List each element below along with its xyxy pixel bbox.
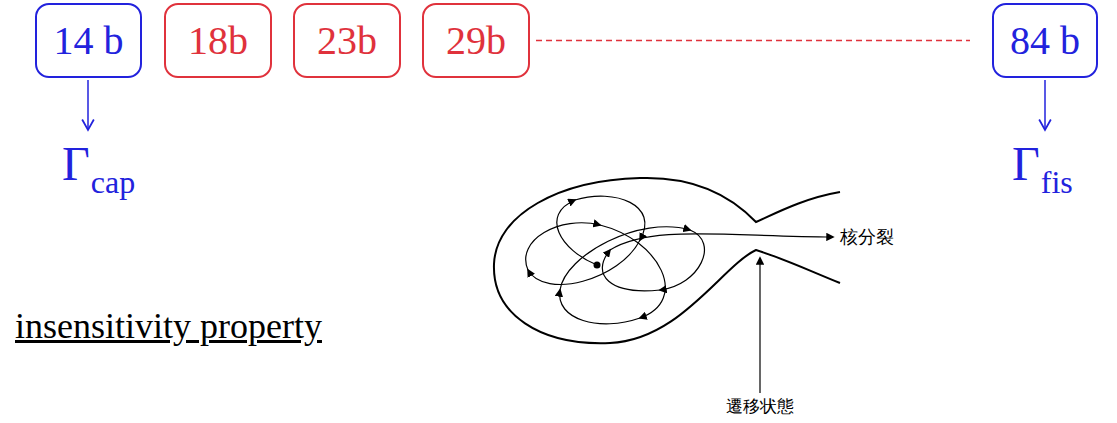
width-value: 23b (317, 21, 377, 61)
capture-arrow (87, 80, 89, 130)
width-box: 18b (164, 3, 272, 78)
potential-outline (494, 178, 840, 343)
gamma-subscript: fis (1041, 166, 1073, 198)
width-value: 18b (188, 21, 248, 61)
section-heading: insensitivity property (15, 308, 322, 344)
trajectories (526, 196, 833, 324)
fission-label: 核分裂 (840, 228, 894, 246)
fission-arrow (1044, 80, 1046, 130)
start-dot (594, 262, 601, 269)
width-box: 29b (422, 3, 530, 78)
width-box: 84 b (992, 3, 1098, 78)
gamma-symbol: Γ (62, 140, 90, 188)
width-value: 29b (446, 21, 506, 61)
width-value: 84 b (1010, 21, 1080, 61)
width-box: 14 b (35, 3, 142, 78)
gamma-subscript: cap (91, 166, 135, 198)
gamma-symbol: Γ (1012, 140, 1040, 188)
dashed-connector (536, 40, 970, 42)
transition-pointer (759, 258, 760, 393)
transition-state-label: 遷移状態 (726, 398, 794, 415)
width-value: 14 b (54, 21, 124, 61)
width-box: 23b (293, 3, 401, 78)
